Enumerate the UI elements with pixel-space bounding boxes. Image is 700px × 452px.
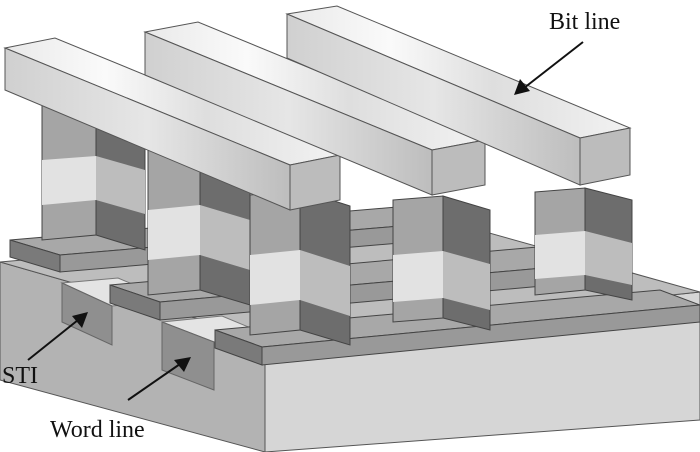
bit-line-3 bbox=[285, 5, 632, 186]
pillar-front-mid bbox=[392, 195, 491, 331]
sti-label: STI bbox=[2, 363, 38, 389]
bit-line-2 bbox=[143, 21, 487, 196]
word-line-label: Word line bbox=[50, 417, 145, 443]
bit-line-label: Bit line bbox=[549, 9, 621, 35]
pillar-front-left bbox=[249, 189, 351, 346]
word-line-arrow bbox=[127, 357, 191, 401]
pillar-front-right bbox=[534, 187, 633, 301]
pillar-back-left bbox=[41, 95, 146, 251]
bit-line-1 bbox=[3, 37, 342, 211]
sti-arrow bbox=[27, 312, 88, 361]
pillar-mid-left bbox=[147, 144, 251, 306]
bit-line-arrow bbox=[514, 41, 584, 95]
